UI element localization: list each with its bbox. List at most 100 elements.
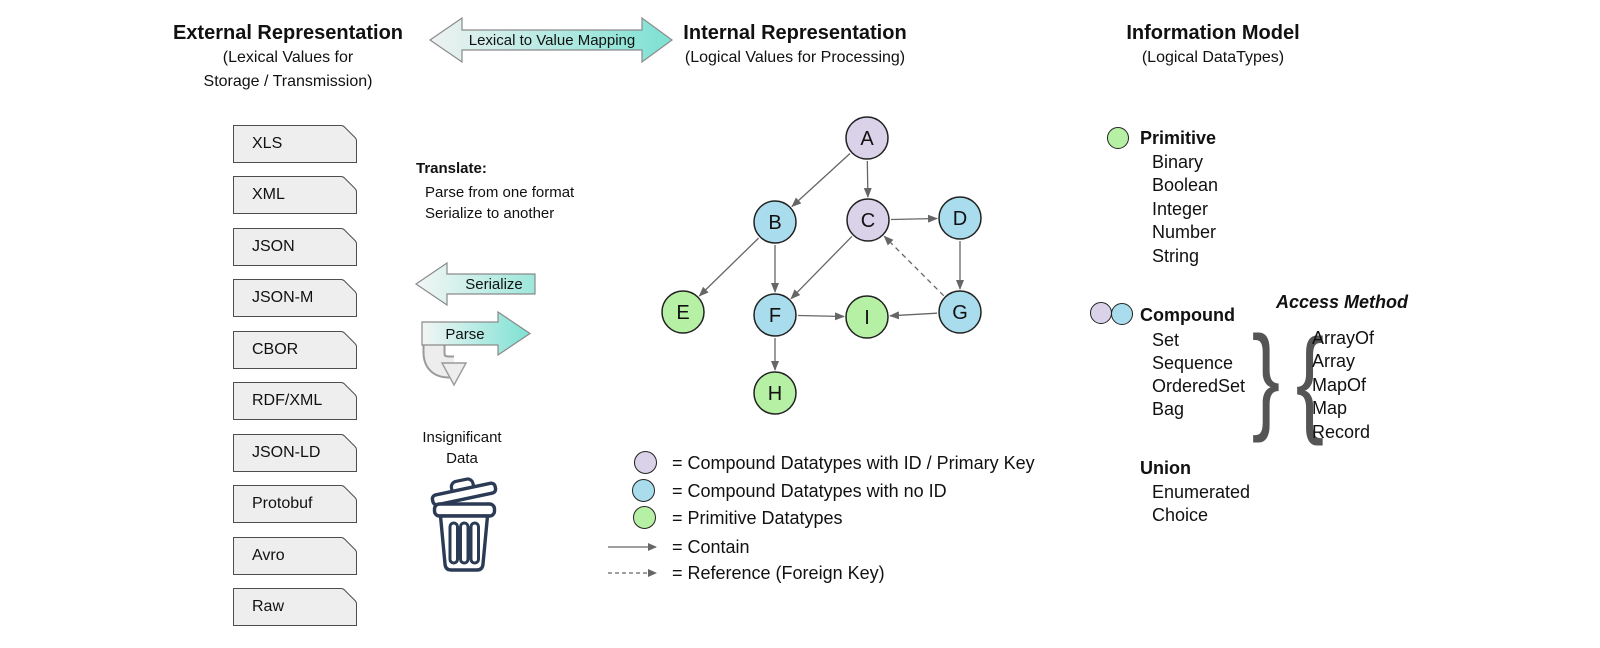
primitive-type-item: Number [1152,222,1217,243]
legend-label-primitive: = Primitive Datatypes [672,508,843,528]
graph-node-f [753,293,797,337]
translate-line-parse: Parse from one format [425,184,575,201]
access-method-item: ArrayOf [1312,328,1375,348]
external-representation-subtitle-2: Storage / Transmission) [203,73,373,90]
primitive-type-item: Boolean [1152,175,1219,196]
legend-reference-arrow [608,569,657,577]
format-tag-label: Protobuf [252,495,313,512]
primitive-type-list: Binary Boolean Integer Number String [1152,151,1218,268]
primitive-type-item: Integer [1152,198,1209,219]
datatype-graph: A B C D E F G H I [661,116,982,415]
compound-section-title: Compound [1140,305,1235,325]
graph-nodes: A B C D E F G H I [661,116,982,415]
format-tag-label: Avro [252,547,285,564]
graph-node-label: I [864,307,870,329]
edge-c-f [790,235,853,300]
trash-slats [448,521,480,565]
legend-label-reference: = Reference (Foreign Key) [672,563,885,583]
graph-node-h [753,371,797,415]
legend-green-circle [633,506,656,529]
format-tag-cbor: CBOR [233,331,357,369]
format-tag-protobuf: Protobuf [233,485,357,523]
access-method-list: ArrayOf Array MapOf Map Record [1312,327,1374,444]
graph-edges [698,153,964,371]
graph-node-label: F [769,305,781,327]
compound-type-item: OrderedSet [1152,376,1246,396]
access-method-item: MapOf [1312,374,1367,395]
compound-type-list: Set Sequence OrderedSet Bag [1152,329,1245,421]
insignificant-data-label-2: Data [446,450,478,467]
serialize-arrow [414,261,536,307]
format-tag-label: JSON-M [252,289,314,306]
edge-b-e [698,237,760,297]
insignificant-data-label-1: Insignificant [422,429,502,446]
compound-swatch-purple-circle [1090,302,1112,324]
legend-label-contain: = Contain [672,537,750,557]
edge-g-i [889,311,938,320]
external-representation-header: External Representation (Lexical Values … [128,20,448,94]
graph-node-e [661,290,705,334]
compound-type-item: Sequence [1152,353,1234,373]
format-tag-json-ld: JSON-LD [233,434,357,472]
edge-f-i [797,312,845,321]
access-method-item: Record [1312,421,1371,442]
graph-node-g [938,290,982,334]
graph-node-i [845,295,889,339]
primitive-type-item: String [1152,245,1200,266]
format-tag-label: JSON-LD [252,444,321,461]
format-tag-label: RDF/XML [252,392,323,409]
primitive-section-title: Primitive [1140,128,1217,148]
format-tag-json: JSON [233,228,357,266]
format-tag-label: Raw [252,598,285,615]
union-type-list: Enumerated Choice [1152,481,1250,528]
format-tag-label: CBOR [252,341,299,358]
translate-title: Translate: [416,160,487,177]
primitive-type-item: Binary [1152,152,1204,172]
legend-contain-arrow [608,543,657,551]
format-tag-label: JSON [252,238,295,255]
format-tag-label: XML [252,186,285,203]
format-tag-label: XLS [252,135,283,152]
legend-label-compound-no-id: = Compound Datatypes with no ID [672,481,947,501]
parse-arrow-label: Parse [445,326,484,343]
format-tag-raw: Raw [233,588,357,626]
graph-node-label: B [768,212,781,234]
graph-node-b [753,200,797,244]
trash-lid [430,477,498,507]
union-type-item: Enumerated [1152,482,1251,502]
compound-type-item: Bag [1152,399,1185,419]
format-tag-xml: XML [233,176,357,214]
compound-swatch-blue-circle [1111,303,1133,325]
format-tag-avro: Avro [233,537,357,575]
internal-representation-title: Internal Representation [683,22,907,44]
trash-icon [430,477,498,572]
compound-type-item: Set [1152,330,1180,350]
access-method-title: Access Method [1276,292,1409,312]
trash-rim [432,502,497,518]
mapping-arrow-label: Lexical to Value Mapping [469,32,636,49]
legend-purple-circle [634,451,657,474]
external-representation-subtitle-1: (Lexical Values for [222,49,354,66]
primitive-swatch-circle [1107,127,1129,149]
information-model-subtitle: (Logical DataTypes) [1141,49,1285,66]
information-model-title: Information Model [1126,22,1300,44]
union-section-title: Union [1140,458,1191,478]
lexical-to-value-mapping-arrow: Lexical to Value Mapping [428,16,674,64]
information-model-header: Information Model (Logical DataTypes) [1053,20,1373,70]
external-representation-title: External Representation [172,22,404,44]
double-arrow-shape [428,16,674,64]
discard-arrowhead [440,362,468,387]
internal-representation-subtitle: (Logical Values for Processing) [684,49,906,66]
closing-brace: } [1251,312,1281,444]
serialize-parse-arrows: Serialize Parse [414,261,536,387]
serialize-arrow-label: Serialize [465,276,523,293]
graph-node-label: A [860,128,874,150]
access-method-item: Map [1312,398,1348,419]
legend-blue-circle [632,479,655,502]
access-method-item: Array [1312,351,1356,372]
internal-representation-header: Internal Representation (Logical Values … [635,20,955,70]
opening-brace: { [1295,315,1325,447]
graph-node-label: H [768,383,782,405]
edge-a-c [863,160,872,198]
